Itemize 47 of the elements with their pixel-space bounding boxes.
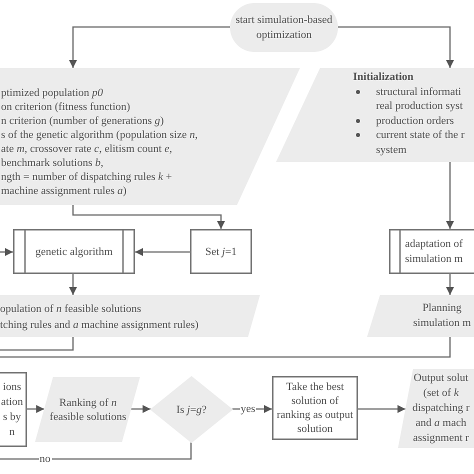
connector-line bbox=[0, 337, 451, 358]
process-box bbox=[190, 229, 252, 274]
arrow bbox=[0, 248, 13, 256]
node-text: ptimized population p0 bbox=[1, 86, 104, 100]
heading-text: Initialization bbox=[353, 70, 414, 84]
node-text: ions ation s by n bbox=[0, 380, 24, 440]
predefined-process-box bbox=[13, 229, 135, 274]
data-parallelogram bbox=[398, 369, 474, 448]
node-text: opulation of n feasible solutions bbox=[0, 302, 142, 317]
node-text: on criterion (fitness function) bbox=[1, 100, 130, 114]
arrow bbox=[135, 248, 190, 256]
node-text: Output solut (set of k dispatching r and a mach assignment r bbox=[411, 371, 471, 446]
node-text: benchmark solutions b, bbox=[1, 156, 104, 170]
data-parallelogram bbox=[35, 377, 140, 442]
arrow bbox=[446, 162, 454, 229]
node-text: start simulation-based optimization bbox=[234, 12, 334, 42]
data-parallelogram bbox=[276, 68, 474, 162]
predefined-process-box bbox=[389, 229, 474, 274]
data-parallelogram bbox=[367, 295, 474, 337]
node-text: n criterion (number of generations g) bbox=[1, 114, 164, 128]
arrow bbox=[446, 274, 454, 295]
connector-line bbox=[0, 442, 192, 460]
arrow bbox=[69, 274, 77, 295]
node-text: s of the genetic algorithm (population size n, bbox=[1, 128, 198, 142]
arrow bbox=[69, 26, 230, 68]
node-text: Take the best solution of ranking as output solution bbox=[276, 380, 354, 436]
node-text: genetic algorithm bbox=[35, 244, 113, 258]
list-item-text: current state of the r system bbox=[376, 129, 465, 156]
start-terminal bbox=[230, 3, 338, 52]
arrow bbox=[358, 405, 406, 413]
node-text: Planning simulation m bbox=[412, 301, 472, 331]
node-text: Ranking of n feasible solutions bbox=[48, 396, 128, 424]
process-box bbox=[0, 372, 27, 447]
node-text: ngth = number of dispatching rules k + bbox=[1, 170, 172, 184]
data-parallelogram bbox=[0, 295, 260, 337]
list-item-text: production orders bbox=[376, 114, 454, 126]
arrow bbox=[131, 405, 151, 413]
connector-line bbox=[0, 337, 74, 351]
node-text: ate m, crossover rate c, elitism count e, bbox=[1, 142, 172, 156]
arrow bbox=[72, 205, 225, 229]
node-text: Is j=g? bbox=[176, 402, 207, 418]
node-text: adaptation of simulation m bbox=[405, 236, 464, 266]
node-text: machine assignment rules a) bbox=[1, 184, 127, 198]
node-text: tching rules and a machine assignment rules) bbox=[0, 318, 199, 333]
arrow bbox=[27, 405, 44, 413]
decision-diamond bbox=[150, 376, 233, 443]
arrow bbox=[338, 26, 454, 68]
